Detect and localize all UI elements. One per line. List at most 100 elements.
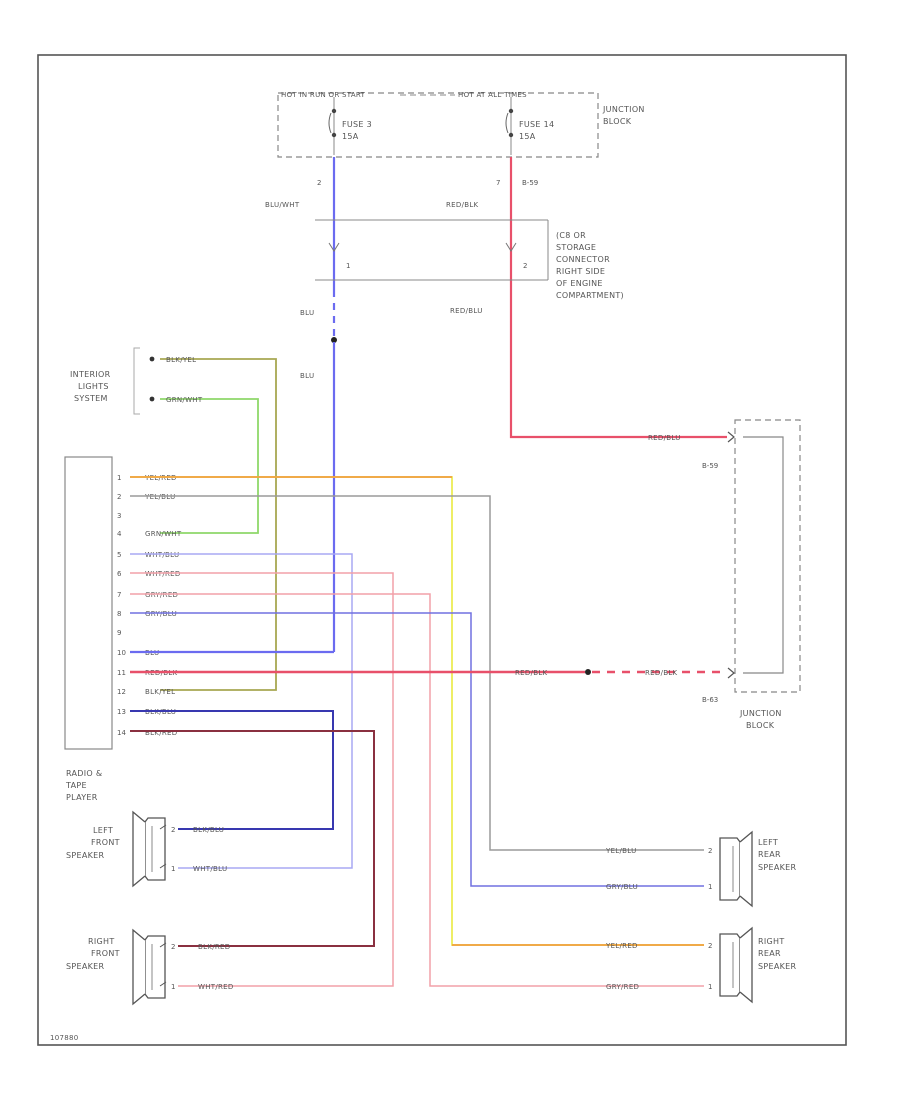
lf-pin-a: 2 (171, 826, 175, 834)
lr-pin-a: 2 (708, 847, 712, 855)
radio-pin-wire: WHT/RED (145, 570, 181, 578)
wire-label-red-blu: RED/BLU (450, 307, 483, 315)
left-rear-speaker (719, 830, 753, 908)
rr-speaker-label-1: RIGHT (758, 937, 785, 946)
fuse-bar-right-label: HOT AT ALL TIMES (458, 91, 527, 99)
radio-pin-number: 8 (117, 610, 121, 618)
radio-label-2: TAPE (65, 781, 87, 790)
radio-pin-number: 9 (117, 629, 121, 637)
right-front-speaker (132, 928, 167, 1006)
junction-block-top-label-1: JUNCTION (602, 105, 645, 114)
jb-label-1: JUNCTION (739, 709, 782, 718)
radio-pin-wire: GRY/BLU (145, 610, 177, 618)
junction-block-right (734, 419, 801, 693)
lr-wire-b: GRY/BLU (606, 883, 638, 891)
wire-label-red-blk-top: RED/BLK (446, 201, 479, 209)
footer-code: 107880 (50, 1034, 79, 1042)
interior-lights-bracket (133, 347, 140, 415)
rr-pin-b: 1 (708, 983, 712, 991)
wire-label-blu-upper: BLU (300, 309, 314, 317)
fuse-14-pin: 7 (496, 179, 500, 187)
radio-pin-wire: WHT/BLU (145, 551, 179, 559)
right-rear-speaker (719, 926, 753, 1004)
wire-blk-yel (160, 358, 277, 691)
wire-label-blu-lower: BLU (300, 372, 314, 380)
rf-speaker-label-2: FRONT (91, 949, 120, 958)
junction-block-top-label-2: BLOCK (603, 117, 632, 126)
jb-connector-bottom: B-63 (702, 696, 718, 704)
c8-connector: 1 2 (315, 219, 549, 281)
rr-speaker-label-3: SPEAKER (758, 962, 797, 971)
interior-lights-terminal-2 (149, 396, 155, 402)
radio-pin-number: 11 (117, 669, 126, 677)
radio-tape-player (64, 456, 113, 750)
rf-pin-a: 2 (171, 943, 175, 951)
radio-pin-number: 5 (117, 551, 121, 559)
radio-pin-wire: GRY/RED (145, 591, 178, 599)
fuse-14-connector: B-59 (522, 179, 538, 187)
radio-pin-number: 13 (117, 708, 126, 716)
radio-pin-number: 2 (117, 493, 121, 501)
rr-wire-b: GRY/RED (606, 983, 639, 991)
rf-wire-b: WHT/RED (198, 983, 234, 991)
radio-pin-wire: YEL/RED (144, 474, 177, 482)
radio-label-3: PLAYER (66, 793, 98, 802)
rf-speaker-label-3: SPEAKER (66, 962, 105, 971)
c8-label-2: STORAGE (556, 243, 596, 252)
interior-wire-2-label: GRN/WHT (166, 396, 203, 404)
splice-red-blk (585, 669, 591, 675)
wire-wht-blu (130, 553, 353, 869)
wire-red-blu (509, 290, 727, 439)
wire-gry-red (130, 593, 704, 987)
c8-label-1: (C8 OR (556, 231, 586, 240)
wire-gry-blu (130, 612, 704, 887)
radio-label-1: RADIO & (66, 769, 102, 778)
fuse-14-name: FUSE 14 (519, 120, 554, 129)
wire-label-jb-top: RED/BLU (648, 434, 681, 442)
junction-block-internal (743, 436, 784, 674)
jb-terminal-top (727, 431, 735, 443)
c8-label-5: OF ENGINE (556, 279, 603, 288)
wire-label-red-blk-splice: RED/BLK (515, 669, 548, 677)
lf-wire-b: WHT/BLU (193, 865, 227, 873)
diagram-frame (37, 54, 847, 1046)
lf-speaker-label-2: FRONT (91, 838, 120, 847)
radio-pin-wire: YEL/BLU (144, 493, 176, 501)
radio-pin-number: 3 (117, 512, 121, 520)
fuse-3-rating: 15A (342, 132, 359, 141)
rr-speaker-label-2: REAR (758, 949, 781, 958)
lr-speaker-label-3: SPEAKER (758, 863, 797, 872)
radio-pin-wire: GRN/WHT (145, 530, 182, 538)
fuse-3-pin: 2 (317, 179, 321, 187)
lr-speaker-label-2: REAR (758, 850, 781, 859)
radio-pin-number: 1 (117, 474, 121, 482)
rf-pin-b: 1 (171, 983, 175, 991)
interior-lights-label-1: INTERIOR (70, 370, 111, 379)
radio-pin-number: 10 (117, 649, 126, 657)
radio-pin-number: 7 (117, 591, 121, 599)
wire-label-jb-bottom: RED/BLK (645, 669, 678, 677)
rr-pin-a: 2 (708, 942, 712, 950)
radio-pin-number: 6 (117, 570, 122, 578)
radio-pin-wire: BLK/RED (145, 729, 177, 737)
jb-connector-top: B-59 (702, 462, 718, 470)
lf-speaker-label-1: LEFT (93, 826, 113, 835)
left-front-speaker (132, 810, 167, 888)
radio-pin-number: 4 (117, 530, 122, 538)
wire-grn-wht (160, 398, 259, 534)
c8-pin-2: 2 (523, 262, 527, 270)
rf-wire-a: BLK/RED (198, 943, 230, 951)
lf-pin-b: 1 (171, 865, 175, 873)
wire-blk-blu (130, 710, 334, 830)
c8-label-4: RIGHT SIDE (556, 267, 605, 276)
rf-speaker-label-1: RIGHT (88, 937, 115, 946)
rr-wire-a: YEL/RED (605, 942, 638, 950)
radio-pin-number: 14 (117, 729, 126, 737)
fuse-3-name: FUSE 3 (342, 120, 372, 129)
wire-blk-red (130, 730, 375, 947)
fuse-14-rating: 15A (519, 132, 536, 141)
c8-pin-1: 1 (346, 262, 350, 270)
radio-pins: 1 2 3 4 5 6 7 8 9 10 11 12 13 14 YEL/RED… (117, 474, 182, 737)
splice-blu (331, 337, 337, 343)
